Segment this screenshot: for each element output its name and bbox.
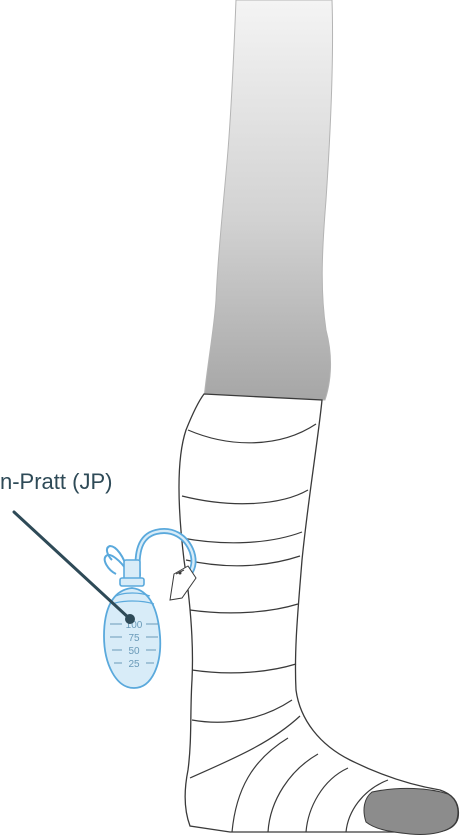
callout-dot	[125, 614, 135, 624]
bandage-wrap	[179, 394, 458, 832]
jp-drain-label: n-Pratt (JP)	[0, 469, 112, 494]
scale-mark-50: 50	[128, 646, 140, 657]
upper-leg	[204, 0, 333, 400]
toes	[364, 788, 458, 834]
scale-mark-25: 25	[128, 659, 140, 670]
callout-leader-line	[14, 512, 130, 619]
scale-mark-75: 75	[128, 633, 140, 644]
